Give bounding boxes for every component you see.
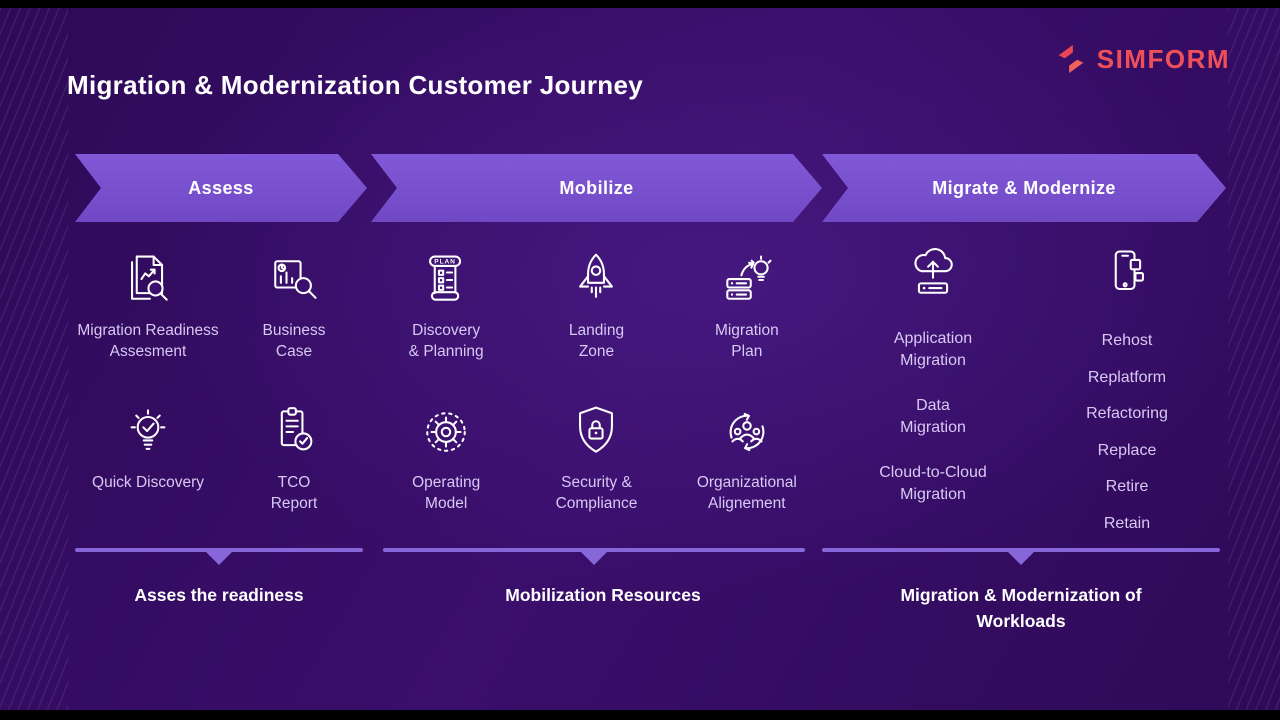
item-migration-readiness: Migration Readiness Assesment (75, 250, 221, 402)
item-migration-plan: Migration Plan (672, 250, 822, 402)
gear-icon (426, 412, 466, 452)
people-cycle-icon (729, 412, 765, 452)
migration-types-column: Application Migration Data Migration Clo… (836, 244, 1030, 535)
rocket-icon (579, 253, 614, 298)
down-arrow-icon (581, 552, 607, 565)
item-quick-discovery: Quick Discovery (75, 402, 221, 554)
bottom-black-bar (0, 710, 1280, 720)
assess-timeline (75, 548, 363, 565)
down-arrow-icon (206, 552, 232, 565)
mobilize-items: PLAN Discovery & Planning Landi (371, 250, 822, 554)
stage-banner-label: Assess (188, 177, 254, 198)
item-label: Landing Zone (568, 322, 625, 360)
mobile-apps-icon (1114, 250, 1144, 291)
lightbulb-check-icon (130, 409, 166, 450)
item-label: Retire (1105, 478, 1149, 496)
stage-banner-migrate-modernize: Migrate & Modernize (822, 154, 1226, 222)
shield-lock-icon (579, 406, 614, 453)
item-discovery-planning: PLAN Discovery & Planning (371, 250, 521, 402)
item-business-case: Business Case (221, 250, 367, 402)
simform-logo-icon (1058, 44, 1084, 74)
item-label: Replatform (1087, 368, 1167, 386)
item-label: Data Migration (900, 397, 966, 436)
item-label: Rehost (1101, 332, 1153, 349)
item-label: Business Case (262, 322, 326, 360)
item-label: Quick Discovery (92, 474, 204, 491)
cloud-upload-server-icon (914, 248, 953, 294)
page-title: Migration & Modernization Customer Journ… (67, 70, 643, 100)
item-label: TCO Report (270, 474, 318, 512)
modernization-types-column: Rehost Replatform Refactoring Replace Re… (1030, 244, 1224, 535)
plan-scroll-icon: PLAN (429, 255, 462, 301)
stage-banner-label: Migrate & Modernize (932, 177, 1116, 198)
item-label: Migration Readiness Assesment (77, 322, 219, 360)
item-label: Organizational Alignement (696, 474, 797, 512)
server-idea-icon (726, 255, 772, 300)
item-landing-zone: Landing Zone (521, 250, 671, 402)
item-tco-report: TCO Report (221, 402, 367, 554)
item-label: Discovery & Planning (408, 322, 484, 360)
item-label: Cloud-to-Cloud Migration (879, 464, 987, 503)
right-stripe-decoration (1228, 8, 1280, 710)
top-black-bar (0, 0, 1280, 8)
item-security-compliance: Security & Compliance (521, 402, 671, 554)
assess-items: Migration Readiness Assesment Business C… (75, 250, 367, 554)
simform-logo: SIMFORM (1054, 42, 1230, 76)
item-operating-model: Operating Model (371, 402, 521, 554)
stage-banner-assess: Assess (75, 154, 367, 222)
migrate-footer-label: Migration & Modernization of Workloads (900, 585, 1142, 632)
document-search-icon (131, 255, 168, 301)
assess-footer-label: Asses the readiness (134, 585, 304, 605)
simform-logo-text: SIMFORM (1096, 43, 1230, 74)
item-organizational-alignment: Organizational Alignement (672, 402, 822, 554)
mobilize-footer-label: Mobilization Resources (505, 585, 701, 605)
plan-scroll-text: PLAN (434, 259, 456, 266)
item-label: Replace (1097, 441, 1157, 459)
item-label: Security & Compliance (555, 474, 638, 512)
item-label: Refactoring (1086, 405, 1168, 423)
item-label: Retain (1103, 514, 1151, 532)
stage-banner-label: Mobilize (559, 177, 634, 198)
migrate-modernize-items: Application Migration Data Migration Clo… (836, 244, 1224, 535)
stage-banner-mobilize: Mobilize (371, 154, 822, 222)
item-label: Operating Model (412, 474, 481, 512)
left-stripe-decoration (0, 8, 68, 710)
report-check-icon (280, 407, 313, 451)
chart-search-icon (274, 260, 317, 299)
item-label: Migration Plan (714, 322, 779, 360)
migrate-timeline (822, 548, 1220, 565)
item-label: Application Migration (893, 330, 973, 369)
down-arrow-icon (1008, 552, 1034, 565)
mobilize-timeline (383, 548, 805, 565)
